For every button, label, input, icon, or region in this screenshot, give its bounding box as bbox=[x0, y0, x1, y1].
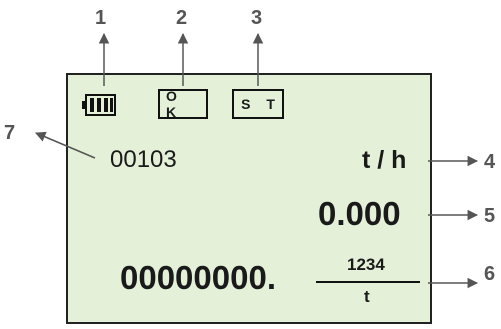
total-unit-denominator: t bbox=[364, 287, 370, 306]
fraction-bar bbox=[316, 281, 420, 283]
total-readout: 00000000. bbox=[120, 259, 276, 296]
counter-readout: 00103 bbox=[110, 146, 177, 173]
callout-5: 5 bbox=[484, 205, 496, 227]
callout-1: 1 bbox=[95, 7, 107, 29]
callout-4: 4 bbox=[484, 151, 496, 173]
rate-unit: t / h bbox=[362, 146, 407, 174]
st-label: S T bbox=[241, 96, 281, 112]
st-indicator: S T bbox=[232, 89, 284, 119]
rate-readout: 0.000 bbox=[318, 195, 401, 232]
callout-3: 3 bbox=[251, 7, 263, 29]
ok-indicator: O K bbox=[158, 88, 208, 120]
callout-7: 7 bbox=[4, 122, 16, 144]
battery-icon bbox=[82, 94, 116, 116]
callout-6: 6 bbox=[484, 263, 496, 285]
total-unit-numerator: 1234 bbox=[347, 255, 385, 274]
callout-2: 2 bbox=[176, 7, 188, 29]
ok-label: O K bbox=[166, 88, 183, 120]
